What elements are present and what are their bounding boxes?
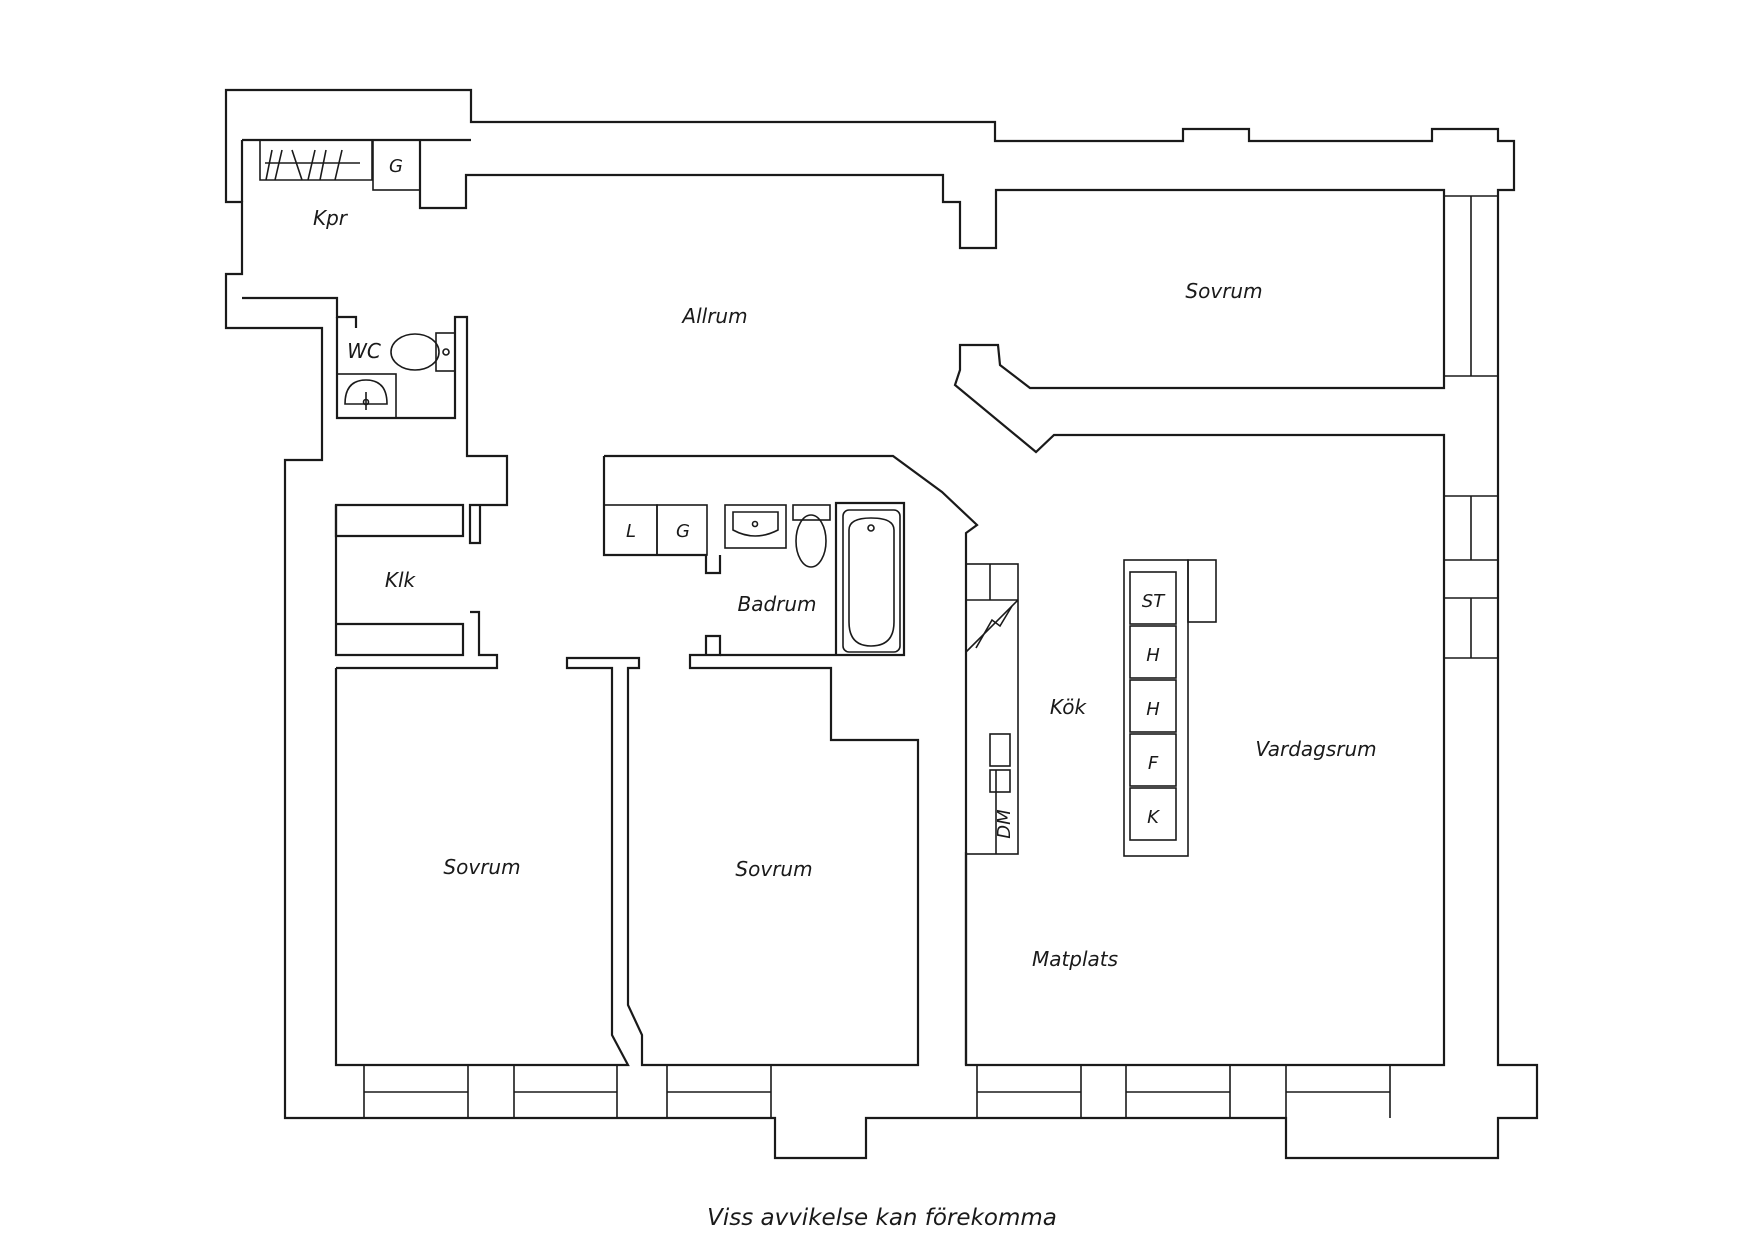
room-labels: Kpr Allrum Sovrum WC Klk Badrum Kök Vard… (313, 206, 1377, 971)
wc-fixtures (336, 332, 456, 419)
room-matplats: Matplats (1032, 947, 1118, 971)
fixture-f: F (1148, 753, 1159, 774)
room-sovrum-mid: Sovrum (735, 857, 812, 881)
kitchen-island: ST H H F K (1123, 559, 1217, 857)
kpr-fixtures: G (259, 139, 421, 191)
bathtub-icon (842, 509, 901, 653)
room-badrum: Badrum (737, 592, 816, 616)
sink-icon (724, 504, 787, 549)
toilet-icon (390, 333, 440, 371)
room-wc: WC (347, 339, 381, 363)
room-klk: Klk (385, 568, 417, 592)
inner-walls (240, 138, 1446, 1067)
room-kpr: Kpr (313, 206, 349, 230)
toilet-icon (795, 514, 827, 568)
sink-icon (336, 373, 397, 419)
room-sovrum-top: Sovrum (1185, 279, 1262, 303)
fixture-g-bath: G (676, 521, 690, 542)
electric-panel-icon (975, 605, 1013, 649)
fixture-h1: H (1146, 645, 1160, 666)
fixture-k: K (1147, 807, 1160, 828)
fixture-l: L (626, 521, 636, 542)
kitchen-counter: DM (965, 563, 1019, 855)
room-allrum: Allrum (680, 304, 747, 328)
fixture-h2: H (1146, 699, 1160, 720)
fixture-st: ST (1142, 591, 1166, 612)
disclaimer: Viss avvikelse kan förekomma (707, 1205, 1057, 1231)
room-vardagsrum: Vardagsrum (1255, 737, 1376, 761)
room-sovrum-left: Sovrum (443, 855, 520, 879)
fixture-g-kpr: G (389, 156, 403, 177)
bath-fixtures: L G (603, 504, 901, 653)
room-kok: Kök (1050, 695, 1088, 719)
windows (363, 195, 1498, 1118)
outer-walls (224, 88, 1539, 1160)
fixture-dm: DM (994, 809, 1015, 839)
